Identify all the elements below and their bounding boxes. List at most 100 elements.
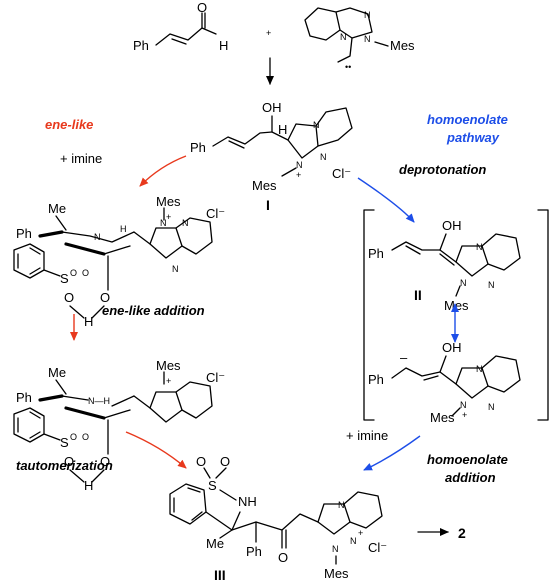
minus-label: –	[400, 350, 408, 365]
cl-label: Cl⁻	[368, 540, 387, 555]
homoenolate-addition-2: addition	[445, 470, 496, 485]
n-label-2: N	[182, 218, 189, 228]
ph-label: Ph	[368, 246, 384, 261]
ph-label: Ph	[246, 544, 262, 559]
homoenolate-resonance: OH Ph – N N N + Mes	[368, 340, 521, 425]
o-label-3: O	[64, 454, 74, 469]
ene-like-title: ene-like	[45, 117, 93, 132]
nhc-carbene: N N N Mes ••	[304, 7, 415, 72]
n-label-2: N	[364, 34, 371, 44]
transition-state-1: Me Ph N H S O O O H O N N N + Mes Cl⁻	[13, 194, 225, 329]
me-label: Me	[206, 536, 224, 551]
homoenolate-title-2: pathway	[446, 130, 500, 145]
o-label-3: O	[278, 550, 288, 565]
n-label-3: N	[340, 32, 347, 42]
o-label-4: O	[100, 454, 110, 469]
plus-label: +	[462, 410, 467, 420]
n-label-3: N	[296, 160, 303, 170]
tautomerization-label: tautomerization	[16, 458, 113, 473]
plus-label: +	[296, 170, 301, 180]
cinnamaldehyde: Ph O H	[133, 0, 228, 53]
cl-label: Cl⁻	[332, 166, 351, 181]
nh-label: N—H	[88, 396, 110, 406]
plus-label: +	[358, 528, 363, 538]
mes-label: Mes	[444, 298, 469, 313]
breslow-intermediate-II: OH Ph N N N Mes II	[368, 218, 521, 313]
o-label-1: O	[196, 454, 206, 469]
me-label: Me	[48, 365, 66, 380]
cl-label: Cl⁻	[206, 370, 225, 385]
compound-label-II: II	[414, 287, 422, 303]
plus-label: +	[166, 212, 171, 222]
o-label-1: O	[70, 432, 77, 442]
mes-label: Mes	[390, 38, 415, 53]
n-label-2: N	[488, 280, 495, 290]
ene-like-addition-label: ene-like addition	[102, 303, 205, 318]
plus-label: +	[166, 376, 171, 386]
left-bracket	[363, 209, 375, 421]
compound-label-I: I	[266, 197, 270, 213]
oh-label: OH	[442, 218, 462, 233]
ph-label: Ph	[133, 38, 149, 53]
o-label: O	[197, 0, 207, 15]
me-label: Me	[48, 201, 66, 216]
intermediate-I: OH H Ph N N N + Mes Cl⁻ I	[190, 100, 353, 213]
s-label: S	[208, 478, 217, 493]
compound-label-III: III	[214, 567, 226, 583]
arrow-I-to-II	[357, 177, 415, 223]
final-product-label: 2	[458, 525, 466, 541]
o-label-2: O	[220, 454, 230, 469]
ph-label: Ph	[368, 372, 384, 387]
oh-label: OH	[442, 340, 462, 355]
mes-label: Mes	[430, 410, 455, 425]
n-label-3: N	[460, 400, 467, 410]
h-label-2: H	[84, 314, 93, 329]
homoenolate-title-1: homoenolate	[427, 112, 508, 127]
o-label-2: O	[82, 432, 89, 442]
mes-label: Mes	[252, 178, 277, 193]
n-label-1: N	[476, 364, 483, 374]
s-label: S	[60, 435, 69, 450]
h-label: H	[120, 224, 127, 234]
mes-label: Mes	[156, 358, 181, 373]
o-label-1: O	[70, 268, 77, 278]
ph-label: Ph	[16, 390, 32, 405]
plus-sign: +	[266, 28, 271, 38]
homoenolate-addition-1: homoenolate	[427, 452, 508, 467]
n-label-2: N	[488, 402, 495, 412]
nh-label: NH	[238, 494, 257, 509]
transition-state-2: Me Ph N—H S O O O H O + Mes Cl⁻	[13, 358, 225, 493]
ph-label: Ph	[190, 140, 206, 155]
arrow-to-III-blue	[363, 435, 421, 471]
arrow-to-ts1	[139, 155, 187, 187]
imine-reagent-left: + imine	[60, 151, 102, 166]
h-label: H	[84, 478, 93, 493]
o-label-4: O	[100, 290, 110, 305]
deprotonation-label: deprotonation	[399, 162, 486, 177]
product-III: O O S NH Me Ph O N N N + Cl⁻ Mes III	[169, 454, 387, 583]
n-label-2: N	[350, 536, 357, 546]
ph-label: Ph	[16, 226, 32, 241]
n-label-3: N	[332, 544, 339, 554]
n-label-1: N	[160, 218, 167, 228]
n-label-1: N	[364, 10, 371, 20]
right-bracket	[537, 209, 549, 421]
n-label-3: N	[172, 264, 179, 274]
n-label-1: N	[338, 500, 345, 510]
mes-label: Mes	[324, 566, 349, 581]
cl-label: Cl⁻	[206, 206, 225, 221]
n-label-3: N	[460, 278, 467, 288]
n-label-2: N	[320, 152, 327, 162]
mes-label: Mes	[156, 194, 181, 209]
o-label-3: O	[64, 290, 74, 305]
arrow-ts2-to-III	[125, 431, 187, 469]
imine-reagent-right: + imine	[346, 428, 388, 443]
s-label: S	[60, 271, 69, 286]
carbene-dots: ••	[345, 62, 351, 72]
oh-label: OH	[262, 100, 282, 115]
o-label-2: O	[82, 268, 89, 278]
h-label: H	[219, 38, 228, 53]
n-label-1: N	[476, 242, 483, 252]
